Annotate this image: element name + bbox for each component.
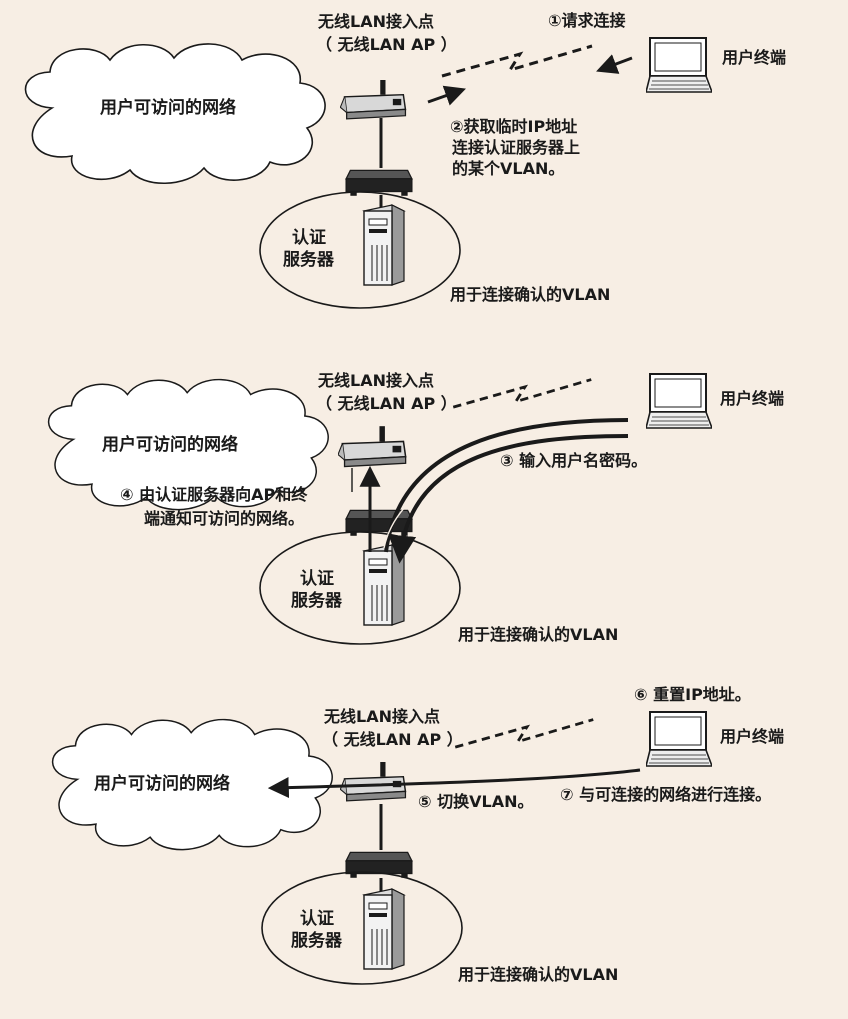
- step2-line1: ②获取临时IP地址: [450, 117, 577, 136]
- network-label: 用户可访问的网络: [100, 97, 236, 118]
- access-point-icon: [340, 762, 407, 802]
- terminal-label: 用户终端: [720, 389, 784, 408]
- access-point-icon: [338, 426, 407, 468]
- step7-label: ⑦ 与可连接的网络进行连接。: [560, 785, 771, 804]
- server-label-line1: 认证: [300, 568, 334, 589]
- laptop-icon: [646, 711, 712, 767]
- step1-label: ①请求连接: [548, 11, 626, 30]
- step4-line1: ④ 由认证服务器向AP和终: [120, 485, 308, 504]
- credential-arrow: [388, 434, 629, 564]
- ap-title: 无线LAN接入点: [317, 371, 434, 390]
- server-label-line2: 服务器: [291, 930, 343, 951]
- server-label-line1: 认证: [300, 908, 334, 929]
- step6-label: ⑥ 重置IP地址。: [634, 685, 751, 704]
- ip-arrow: [427, 85, 466, 106]
- connect-arrow: [267, 768, 641, 799]
- access-point-icon: [340, 80, 407, 120]
- server-icon: [363, 204, 405, 286]
- ap-title: 无线LAN接入点: [323, 707, 440, 726]
- panel-1: 用户可访问的网络 无线LAN接入点 （ 无线LAN AP ） 认证 服务器 用于…: [24, 11, 786, 309]
- step2-line2: 连接认证服务器上: [452, 138, 580, 157]
- wireless-link-icon: [440, 44, 594, 78]
- ap-subtitle: （ 无线LAN AP ）: [316, 394, 457, 413]
- vlan-label: 用于连接确认的VLAN: [458, 965, 618, 984]
- server-label-line1: 认证: [292, 227, 326, 248]
- step3-label: ③ 输入用户名密码。: [500, 451, 647, 470]
- vlan-ellipse: [259, 531, 461, 645]
- credential-flow-highlight: [383, 421, 641, 549]
- network-label: 用户可访问的网络: [94, 773, 230, 794]
- panel-2: 用户可访问的网络 无线LAN接入点 （ 无线LAN AP ） 认证 服务器 用于…: [47, 371, 784, 645]
- request-arrow: [596, 54, 633, 74]
- network-label: 用户可访问的网络: [102, 434, 238, 455]
- laptop-icon: [646, 373, 712, 429]
- ap-title: 无线LAN接入点: [317, 12, 434, 31]
- vlan-label: 用于连接确认的VLAN: [450, 285, 610, 304]
- server-label-line2: 服务器: [283, 249, 335, 270]
- laptop-icon: [646, 37, 712, 93]
- vlan-label: 用于连接确认的VLAN: [458, 625, 618, 644]
- step5-label: ⑤ 切换VLAN。: [418, 792, 533, 811]
- server-label-line2: 服务器: [291, 590, 343, 611]
- server-icon: [363, 544, 405, 626]
- ap-subtitle: （ 无线LAN AP ）: [316, 35, 457, 54]
- ap-subtitle: （ 无线LAN AP ）: [322, 730, 463, 749]
- vlan-ellipse: [259, 191, 461, 309]
- wireless-link-icon: [451, 378, 593, 409]
- server-icon: [363, 888, 405, 970]
- terminal-label: 用户终端: [722, 48, 786, 67]
- panel-3: 用户可访问的网络 无线LAN接入点 （ 无线LAN AP ） 认证 服务器 用于…: [51, 685, 784, 985]
- terminal-label: 用户终端: [720, 727, 784, 746]
- vlan-ellipse: [261, 871, 463, 985]
- step2-line3: 的某个VLAN。: [452, 159, 564, 178]
- credential-flow-line: [384, 418, 629, 553]
- step4-line2: 端通知可访问的网络。: [144, 509, 304, 528]
- switch-icon: [345, 851, 413, 879]
- wireless-link-icon: [453, 718, 595, 749]
